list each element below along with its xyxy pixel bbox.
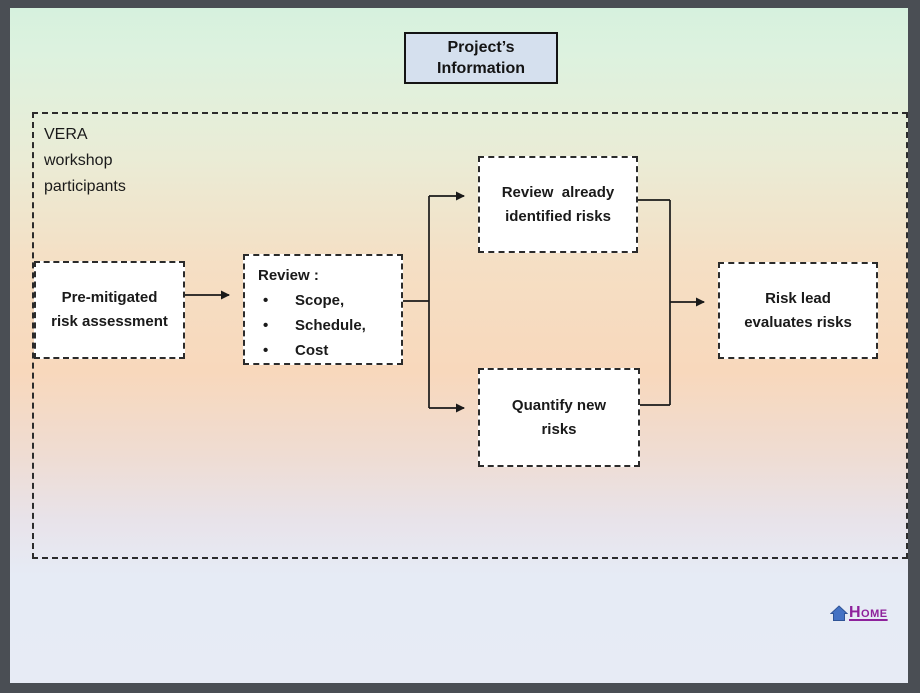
participants-label-line: workshop bbox=[44, 152, 113, 169]
node-text: identified risks bbox=[505, 207, 611, 225]
node-text: Pre-mitigated bbox=[61, 289, 158, 306]
bullet-item: • Scope, bbox=[258, 288, 397, 313]
home-link[interactable]: Home bbox=[830, 604, 888, 622]
node-premitigated-risk-assessment: Pre-mitigated risk assessment bbox=[34, 261, 185, 359]
bullet-icon: • bbox=[263, 292, 269, 309]
home-icon bbox=[830, 604, 848, 621]
node-review-already-identified-risks: Review already identified risks bbox=[478, 156, 638, 253]
participants-label-line: participants bbox=[44, 178, 126, 195]
home-link-label: Home bbox=[849, 604, 888, 621]
node-text: Risk lead bbox=[765, 289, 831, 307]
node-risk-lead-evaluates-risks: Risk lead evaluates risks bbox=[718, 262, 878, 359]
node-text: Quantify new bbox=[511, 396, 607, 414]
node-text: evaluates risks bbox=[744, 313, 852, 331]
bullet-item: • Schedule, bbox=[258, 313, 397, 338]
node-quantify-new-risks: Quantify new risks bbox=[478, 368, 640, 467]
title-line-1: Project’s bbox=[447, 39, 515, 56]
node-text: risks bbox=[541, 420, 577, 438]
participants-container: VERA workshop participants bbox=[32, 112, 908, 559]
slide-background: Project’s Information VERA workshop part… bbox=[10, 8, 908, 683]
bullet-text: Schedule, bbox=[295, 317, 366, 334]
node-review-scope-schedule-cost: Review : • Scope, • Schedule, • Cost bbox=[243, 254, 403, 365]
bullet-text: Cost bbox=[295, 342, 329, 359]
node-text: risk assessment bbox=[51, 313, 168, 330]
node-heading: Review : bbox=[258, 267, 319, 284]
bullet-icon: • bbox=[263, 342, 269, 359]
node-text: Review already bbox=[501, 183, 615, 201]
title-box: Project’s Information bbox=[404, 32, 558, 84]
bullet-icon: • bbox=[263, 317, 269, 334]
bullet-item: • Cost bbox=[258, 338, 397, 363]
participants-label: VERA workshop participants bbox=[44, 122, 126, 200]
title-line-2: Information bbox=[437, 60, 525, 77]
participants-label-line: VERA bbox=[44, 126, 88, 143]
bullet-text: Scope, bbox=[295, 292, 345, 309]
